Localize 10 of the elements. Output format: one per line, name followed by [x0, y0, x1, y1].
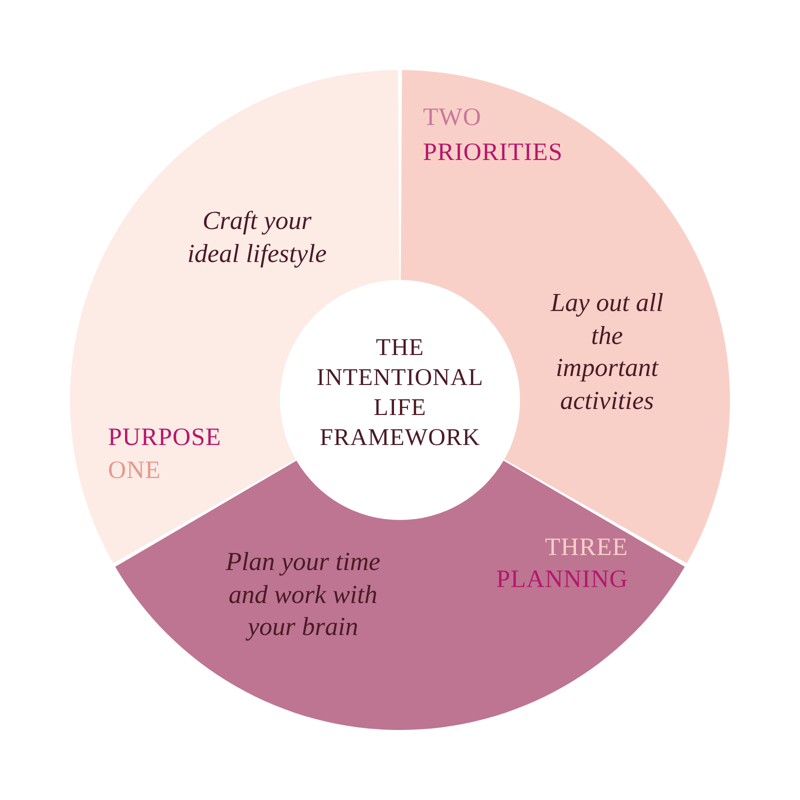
section-label: PLANNING — [495, 565, 628, 595]
section-label: PURPOSE — [108, 423, 222, 453]
description-text: Craft your ideal lifestyle — [186, 205, 328, 270]
section-label: ONE — [108, 456, 162, 486]
section-label: PRIORITIES — [423, 138, 564, 168]
center-title: THE INTENTIONAL LIFE FRAMEWORK — [316, 334, 484, 453]
description-text: Plan your time and work with your brain — [224, 546, 382, 643]
section-label: TWO — [423, 103, 482, 133]
section-label: THREE — [544, 533, 628, 563]
description-text: Lay out all the important activities — [549, 287, 664, 416]
